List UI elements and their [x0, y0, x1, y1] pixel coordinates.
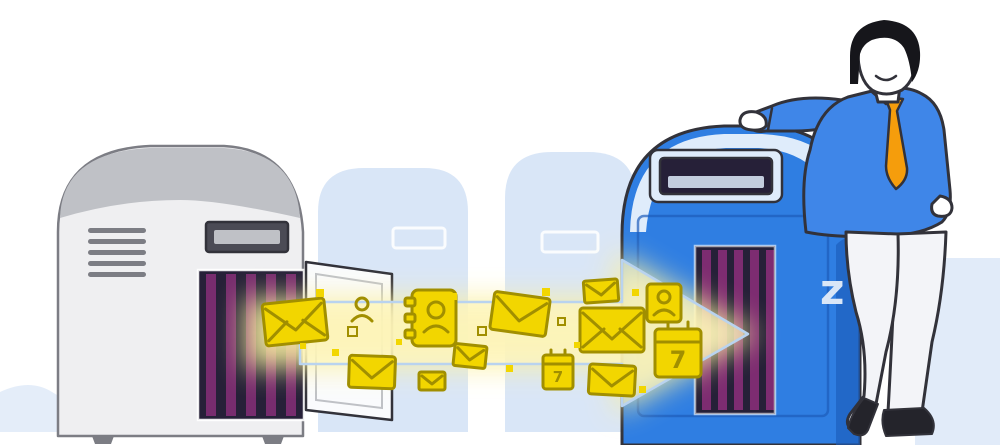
mail-slot-opening	[214, 230, 280, 244]
calendar-icon: 7	[653, 320, 703, 379]
leaning-man	[738, 20, 954, 437]
envelope-icon	[260, 296, 330, 348]
man-pocket-hand	[930, 194, 954, 218]
envelope-icon	[581, 277, 621, 305]
envelope-icon	[578, 306, 646, 354]
mailbox-foot	[262, 436, 284, 444]
man-legs	[844, 230, 948, 432]
calendar-day-label: 7	[553, 368, 563, 386]
envelope-icon	[586, 362, 638, 398]
silhouette-slot-outline	[391, 226, 447, 250]
calendar-icon: 7	[541, 348, 575, 391]
mailbox-foot	[92, 436, 114, 444]
data-pixels	[300, 288, 646, 393]
person-icon	[350, 296, 374, 323]
letter-z-watermark: z	[820, 265, 844, 314]
man-smile	[874, 74, 898, 82]
calendar-day-label: 7	[670, 346, 687, 374]
man-hair	[850, 20, 921, 84]
envelope-icon	[417, 370, 447, 392]
vent-slats-icon	[88, 228, 146, 277]
envelope-icon	[488, 290, 552, 338]
man-tie	[883, 95, 909, 191]
man-head	[850, 20, 921, 104]
envelope-icon	[347, 353, 397, 391]
man-hand	[738, 110, 768, 132]
silhouette-slot-outline	[540, 230, 600, 254]
mail-slot-opening	[668, 176, 764, 188]
migration-arrow: 7 7	[245, 252, 758, 414]
contacts-book-icon	[403, 288, 458, 348]
gray-mailbox-top	[60, 148, 300, 218]
person-icon	[645, 282, 683, 324]
man-shoes	[847, 397, 935, 437]
envelope-icon	[451, 342, 489, 370]
